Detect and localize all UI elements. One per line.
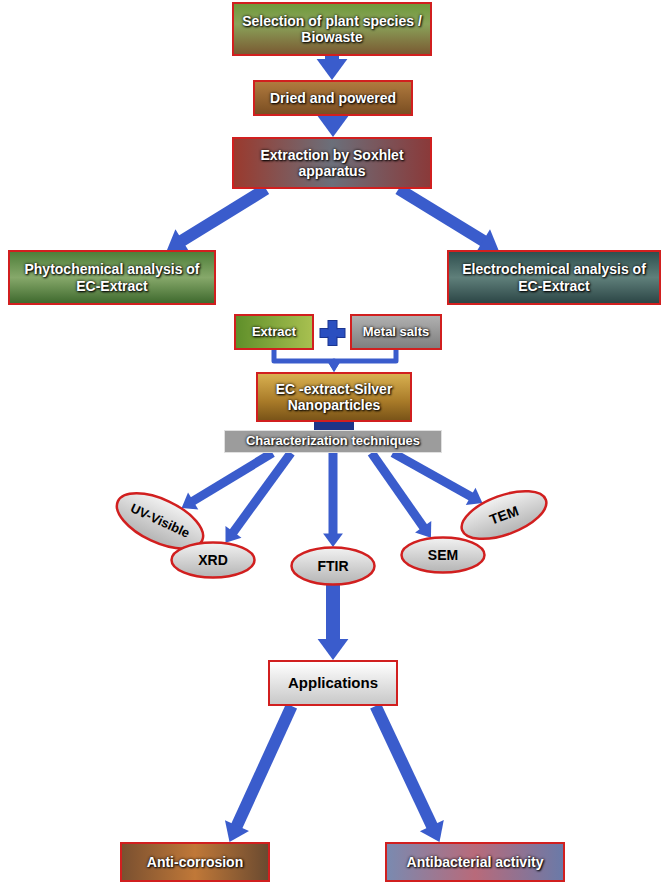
oval-shape — [402, 538, 485, 573]
arrow-shaft — [376, 706, 433, 828]
node-label: Extract — [252, 325, 296, 340]
arrow-shaft — [399, 189, 486, 242]
flow-arrow — [167, 189, 266, 252]
arrow-head — [182, 492, 199, 509]
arrow-head — [415, 521, 431, 538]
node-label: XRD — [198, 552, 228, 568]
application-box: Antibacterial activity — [385, 842, 565, 882]
arrow-shaft — [326, 585, 340, 642]
node-label: SEM — [428, 547, 458, 563]
flow-arrow — [274, 350, 340, 372]
node-label: FTIR — [317, 558, 348, 574]
plus-core — [321, 330, 344, 337]
technique-oval: FTIR — [290, 546, 376, 586]
arrow-head — [466, 488, 483, 505]
node-label: EC -extract-Silver Nanoparticles — [264, 381, 404, 413]
node-label: Phytochemical analysis of EC-Extract — [16, 261, 208, 293]
plus-bar — [320, 329, 345, 338]
arrow-shaft — [236, 706, 292, 828]
flow-arrow — [329, 350, 397, 372]
analysis-box: Electrochemical analysis of EC-Extract — [447, 250, 661, 305]
technique-oval: TEM — [454, 480, 555, 551]
flow-arrow — [225, 453, 291, 543]
node-label: Selection of plant species / Biowaste — [240, 13, 424, 45]
flow-arrow — [399, 189, 499, 252]
arrow-head — [318, 116, 349, 137]
technique-oval: XRD — [170, 541, 256, 579]
flow-arrow — [317, 56, 348, 80]
arrow-shaft — [334, 350, 396, 364]
oval-shape — [292, 548, 375, 585]
arrow-head — [420, 820, 444, 842]
product-box: EC -extract-Silver Nanoparticles — [256, 372, 412, 422]
flow-arrow — [393, 453, 483, 505]
oval-shape — [172, 543, 255, 578]
flow-arrow — [225, 706, 292, 842]
flow-arrow — [323, 453, 343, 547]
application-box: Anti-corrosion — [120, 842, 270, 882]
arrow-head — [329, 363, 340, 372]
plus-symbol — [320, 321, 345, 346]
flow-arrow — [318, 585, 349, 660]
process-box: Selection of plant species / Biowaste — [232, 2, 432, 56]
process-box: Dried and powered — [253, 80, 413, 116]
arrow-shaft — [329, 453, 338, 536]
node-label: Anti-corrosion — [147, 854, 243, 870]
arrow-shaft — [180, 189, 266, 242]
arrow-head — [476, 229, 498, 252]
arrow-shaft — [274, 350, 334, 364]
arrow-head — [323, 534, 343, 548]
arrow-head — [225, 526, 241, 543]
arrow-shaft — [393, 453, 473, 497]
section-band: Characterization techniques — [224, 430, 442, 453]
flow-arrow — [318, 116, 349, 137]
process-box: Extraction by Soxhlet apparatus — [232, 137, 432, 189]
arrow-head — [317, 59, 348, 80]
node-label: Electrochemical analysis of EC-Extract — [455, 261, 653, 293]
technique-oval: SEM — [400, 536, 486, 574]
node-label: Dried and powered — [270, 90, 396, 106]
flow-arrow — [334, 422, 335, 430]
node-label: Characterization techniques — [246, 434, 420, 449]
arrow-head — [329, 363, 340, 372]
node-label: Extraction by Soxhlet apparatus — [240, 147, 424, 179]
analysis-box: Phytochemical analysis of EC-Extract — [8, 250, 216, 305]
oval-shape — [456, 481, 553, 548]
arrow-head — [225, 820, 249, 842]
arrow-head — [318, 639, 349, 660]
arrow-shaft — [232, 453, 291, 534]
node-label: Applications — [288, 674, 378, 691]
flow-arrow — [376, 706, 444, 842]
arrow-shaft — [314, 422, 354, 430]
input-box: Metal salts — [350, 314, 442, 350]
input-box: Extract — [234, 314, 314, 350]
node-label: Metal salts — [363, 325, 429, 340]
applications-box: Applications — [268, 660, 398, 706]
arrow-head — [167, 229, 189, 251]
node-label: Antibacterial activity — [407, 854, 544, 870]
